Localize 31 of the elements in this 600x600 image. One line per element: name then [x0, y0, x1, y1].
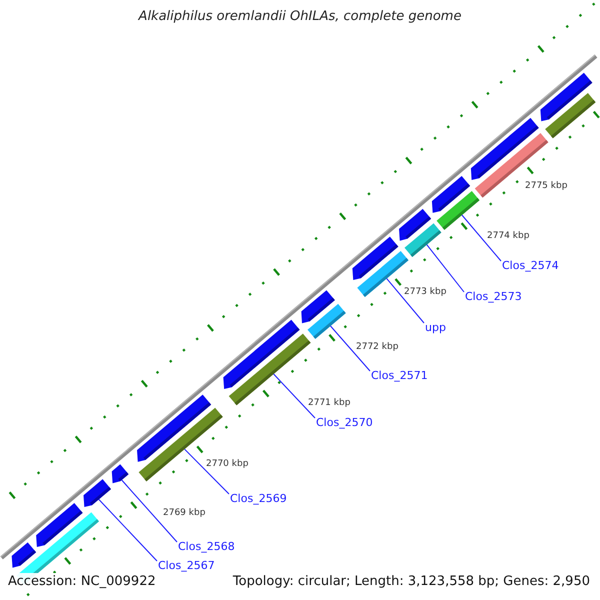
gene-feature	[545, 93, 596, 138]
scale-label: 2772 kbp	[356, 342, 398, 352]
leader-line	[98, 498, 158, 562]
gene-label: Clos_2571	[371, 369, 428, 382]
leader-line	[184, 448, 230, 494]
gene-label: Clos_2567	[158, 559, 215, 572]
gene-label: Clos_2570	[316, 416, 373, 429]
gene-label: Clos_2573	[465, 290, 522, 303]
title: Alkaliphilus oremlandii OhILAs, complete genome	[137, 9, 462, 24]
gene-feature	[112, 464, 129, 484]
gene-feature	[474, 133, 548, 198]
scale-label: 2775 kbp	[525, 181, 568, 191]
leader-line	[273, 374, 316, 418]
gene-feature	[404, 223, 442, 257]
scale-label: 2770 kbp	[206, 459, 248, 469]
leader-line	[330, 326, 370, 372]
gene-label: Clos_2569	[230, 492, 287, 505]
leader-line	[386, 278, 424, 324]
gene-feature	[308, 304, 346, 339]
scale-label: 2771 kbp	[308, 398, 350, 408]
leader-line	[461, 214, 502, 262]
gene-feature	[84, 479, 111, 507]
scale-label: 2773 kbp	[404, 287, 446, 297]
scale-label: 2769 kbp	[163, 508, 206, 518]
gene-label: Clos_2568	[178, 540, 235, 553]
leader-line	[426, 244, 464, 292]
leader-line	[121, 480, 178, 542]
gene-label: Clos_2574	[502, 259, 559, 272]
gene-feature	[436, 191, 480, 230]
scale-label: 2774 kbp	[487, 231, 530, 241]
gene-label: upp	[425, 321, 446, 334]
